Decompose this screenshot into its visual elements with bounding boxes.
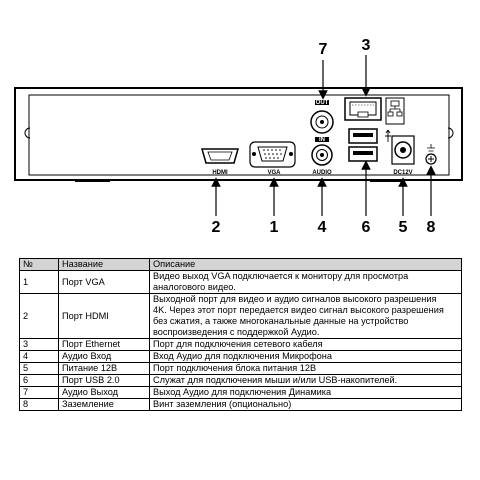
description-line: Выходной порт для видео и аудио сигналов…	[153, 294, 437, 304]
audio-out-label: OUT	[316, 100, 329, 106]
row-number: 3	[19, 338, 59, 351]
row-description: Видео выход VGA подключается к монитору …	[149, 270, 462, 294]
audio-in-label: IN	[319, 137, 325, 143]
header-description: Описание	[149, 258, 462, 271]
row-description: Выходной порт для видео и аудио сигналов…	[149, 293, 462, 339]
header-number: №	[19, 258, 59, 271]
callout-5: 5	[399, 219, 408, 236]
table-row: 1 Порт VGA Видео выход VGA подключается …	[19, 270, 462, 294]
row-number: 8	[19, 398, 59, 411]
table-row: 8 Заземление Винт заземления (опциональн…	[19, 398, 462, 411]
row-name: Заземление	[58, 398, 150, 411]
row-number: 7	[19, 386, 59, 399]
row-name: Порт VGA	[58, 270, 150, 294]
description-line: Служат для подключения мыши и/или USB-на…	[153, 375, 398, 385]
table-header-row: № Название Описание	[19, 258, 462, 271]
row-name: Порт Ethernet	[58, 338, 150, 351]
callout-1: 1	[270, 219, 279, 236]
audio-in-port	[311, 144, 333, 166]
description-line: Вход Аудио для подключения Микрофона	[153, 351, 332, 361]
row-name: Аудио Выход	[58, 386, 150, 399]
row-description: Выход Аудио для подключения Динамика	[149, 386, 462, 399]
row-number: 6	[19, 374, 59, 387]
description-line: Порт подключения блока питания 12В	[153, 363, 317, 373]
row-number: 2	[19, 293, 59, 339]
description-line: Видео выход VGA подключается к монитору …	[153, 271, 409, 281]
description-line: аналогового видео.	[153, 282, 236, 292]
callout-7: 7	[319, 41, 328, 58]
audio-out-label-bg	[315, 100, 329, 105]
row-description: Порт для подключения сетевого кабеля	[149, 338, 462, 351]
callout-2: 2	[212, 219, 221, 236]
table-row: 7 Аудио Выход Выход Аудио для подключени…	[19, 386, 462, 399]
callout-3: 3	[362, 37, 371, 54]
description-line: Порт для подключения сетевого кабеля	[153, 339, 323, 349]
row-name: Порт USB 2.0	[58, 374, 150, 387]
vga-port	[249, 141, 296, 168]
hdmi-port-label: HDMI	[212, 170, 228, 176]
audio-port-label: AUDIO	[312, 170, 332, 176]
table-row: 5 Питание 12В Порт подключения блока пит…	[19, 362, 462, 375]
row-number: 1	[19, 270, 59, 294]
usb-ports	[348, 128, 378, 162]
ports-table: № Название Описание 1 Порт VGA Видео вых…	[19, 258, 462, 411]
row-description: Порт подключения блока питания 12В	[149, 362, 462, 375]
header-name: Название	[58, 258, 150, 271]
ethernet-port	[344, 97, 382, 121]
description-line: Выход Аудио для подключения Динамика	[153, 387, 332, 397]
callout-4: 4	[318, 219, 327, 236]
description-line: без сжатия, а также многоканальные данны…	[153, 316, 409, 326]
row-description: Вход Аудио для подключения Микрофона	[149, 350, 462, 363]
table-row: 4 Аудио Вход Вход Аудио для подключения …	[19, 350, 462, 363]
row-description: Винт заземления (опционально)	[149, 398, 462, 411]
audio-in-label-bg	[315, 137, 329, 142]
description-line: воспроизведения с поддержкой Аудио.	[153, 327, 320, 337]
row-name: Аудио Вход	[58, 350, 150, 363]
audio-out-port	[310, 110, 334, 134]
dc-port-label: DC12V	[393, 170, 412, 176]
table-row: 2 Порт HDMI Выходной порт для видео и ау…	[19, 293, 462, 339]
vga-port-label: VGA	[267, 170, 281, 176]
network-icon	[385, 97, 405, 125]
dc-power-port	[391, 135, 415, 165]
row-description: Служат для подключения мыши и/или USB-на…	[149, 374, 462, 387]
rear-panel-diagram: HDMI VGA OUT IN AUDIO	[14, 37, 463, 236]
table-row: 3 Порт Ethernet Порт для подключения сет…	[19, 338, 462, 351]
description-line: Винт заземления (опционально)	[153, 399, 292, 409]
row-name: Питание 12В	[58, 362, 150, 375]
callout-arrows	[211, 55, 436, 216]
ground-screw	[425, 144, 437, 165]
usb-icon	[385, 129, 391, 142]
description-line: 4K. Через этот порт передается видео сиг…	[153, 305, 444, 315]
row-name: Порт HDMI	[58, 293, 150, 339]
row-number: 4	[19, 350, 59, 363]
callout-6: 6	[362, 219, 371, 236]
table-row: 6 Порт USB 2.0 Служат для подключения мы…	[19, 374, 462, 387]
hdmi-port	[201, 148, 239, 164]
callout-8: 8	[427, 219, 436, 236]
row-number: 5	[19, 362, 59, 375]
